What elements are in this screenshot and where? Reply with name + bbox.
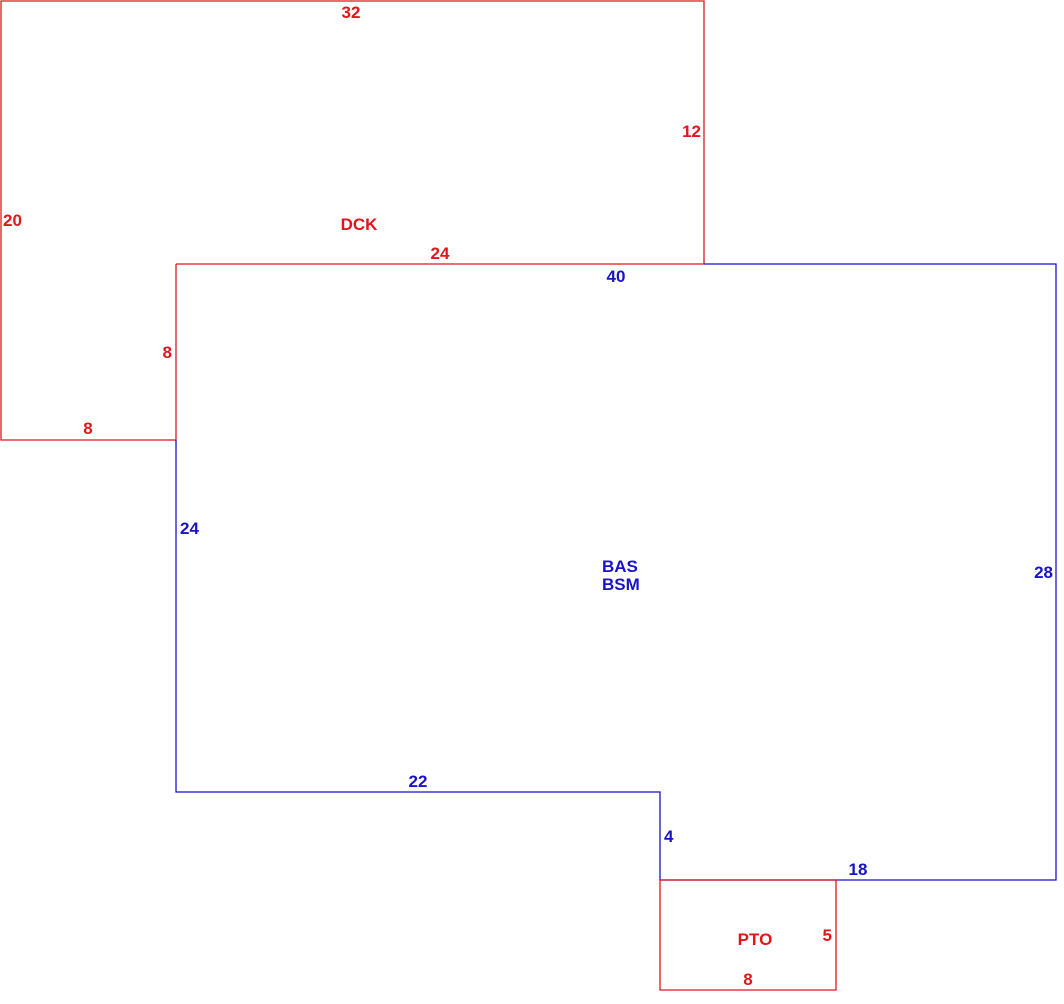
main-right-dimension: 28	[1034, 563, 1053, 582]
main-area-code-bas: BAS	[602, 557, 638, 576]
main-step-dimension: 4	[664, 827, 674, 846]
deck-bottom-dimension: 8	[83, 419, 92, 438]
patio-right-dimension: 5	[823, 926, 832, 945]
main-area-code-bsm: BSM	[602, 575, 640, 594]
main-left-dimension: 24	[180, 519, 199, 538]
patio-area-code: PTO	[738, 930, 773, 949]
deck-inner-top-dimension: 24	[431, 244, 450, 263]
patio-outline	[659, 879, 837, 991]
deck-top-dimension: 32	[342, 3, 361, 22]
patio-bottom-dimension: 8	[743, 970, 752, 989]
deck-inner-left-dimension: 8	[163, 343, 172, 362]
main-bottom-right-dimension: 18	[849, 860, 868, 879]
main-top-dimension: 40	[607, 267, 626, 286]
deck-left-dimension: 20	[3, 211, 22, 230]
main-bottom-dimension: 22	[409, 772, 428, 791]
deck-right-dimension: 12	[682, 122, 701, 141]
deck-area-code: DCK	[341, 215, 379, 234]
